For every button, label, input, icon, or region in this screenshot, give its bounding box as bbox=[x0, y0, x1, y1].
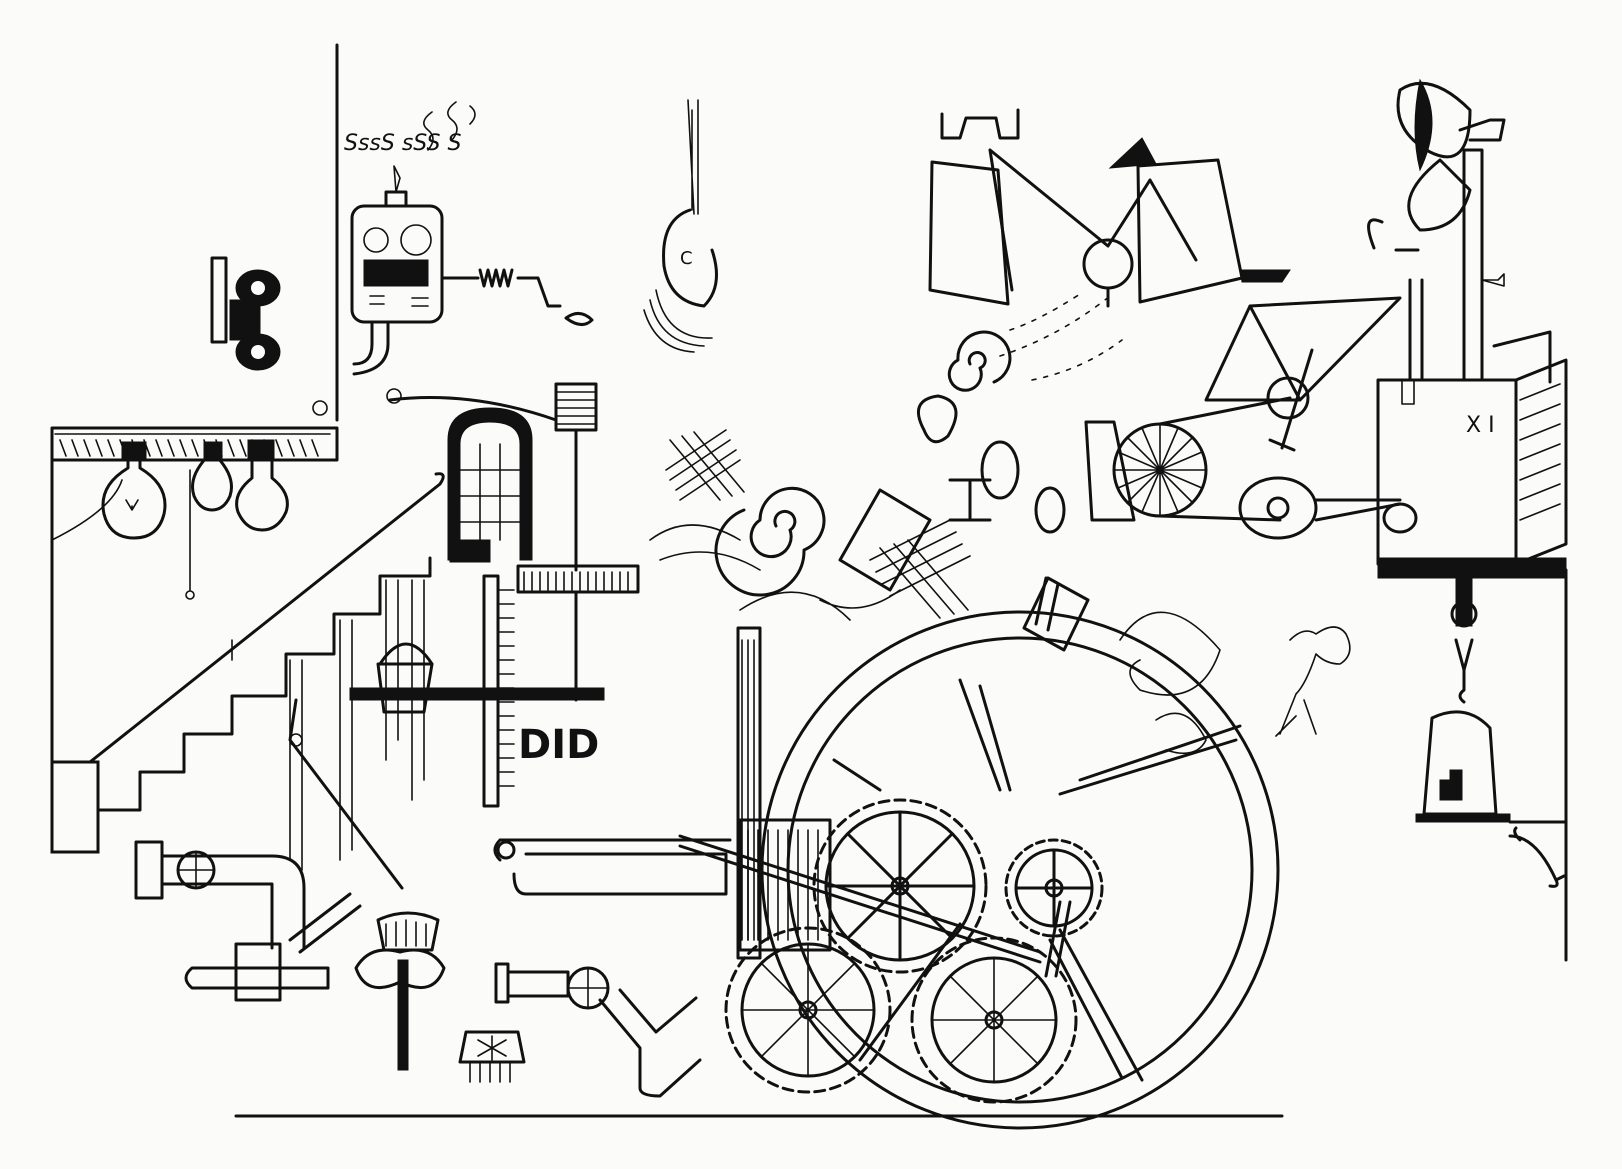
steam-puffs: SssS sSS S bbox=[344, 101, 476, 156]
chain-dashes bbox=[999, 293, 1123, 381]
gear-icon bbox=[812, 798, 988, 974]
steam-pipe-icon bbox=[493, 626, 832, 960]
wall-bracket bbox=[1508, 568, 1568, 962]
rack: DID bbox=[482, 574, 599, 808]
crate-icon bbox=[838, 478, 1090, 652]
box-mark: X I bbox=[1466, 413, 1495, 438]
bicycle-icon bbox=[1084, 218, 1420, 540]
connecting-rod bbox=[678, 834, 1042, 964]
scribble-cloud bbox=[649, 429, 1221, 696]
arched-window-icon bbox=[447, 407, 533, 563]
crate-icon: X I bbox=[1376, 278, 1568, 579]
cylinder-letter: C bbox=[680, 248, 693, 269]
falling-bird-icon: C bbox=[643, 99, 718, 353]
wind-up-key-icon bbox=[210, 256, 281, 371]
left-wall bbox=[50, 43, 339, 854]
grate bbox=[458, 1030, 526, 1083]
piston-rod bbox=[1044, 900, 1072, 978]
bucket-icon bbox=[349, 642, 605, 714]
spiral-icon bbox=[714, 330, 1066, 597]
propeller-icon bbox=[1396, 78, 1506, 382]
steam-text: SssS sSS S bbox=[344, 131, 461, 156]
gear-icon bbox=[724, 926, 892, 1094]
bell-icon bbox=[1415, 710, 1511, 823]
gear-icon bbox=[910, 936, 1078, 1104]
horse-sketch bbox=[1155, 626, 1351, 755]
cid-block: DID bbox=[518, 722, 599, 768]
pulley-icon bbox=[1450, 577, 1478, 704]
staircase-icon bbox=[88, 472, 445, 871]
gear-icon bbox=[1004, 838, 1104, 938]
flower-turbine-icon bbox=[354, 911, 446, 1071]
spool-icon bbox=[386, 382, 640, 702]
steam-pipe-icon bbox=[134, 698, 404, 1002]
bicycle-icon bbox=[928, 108, 1244, 308]
boiler-gauge-icon bbox=[350, 165, 594, 376]
light-bulb-icon bbox=[51, 439, 289, 600]
valve-wheel-icon bbox=[494, 962, 702, 1098]
